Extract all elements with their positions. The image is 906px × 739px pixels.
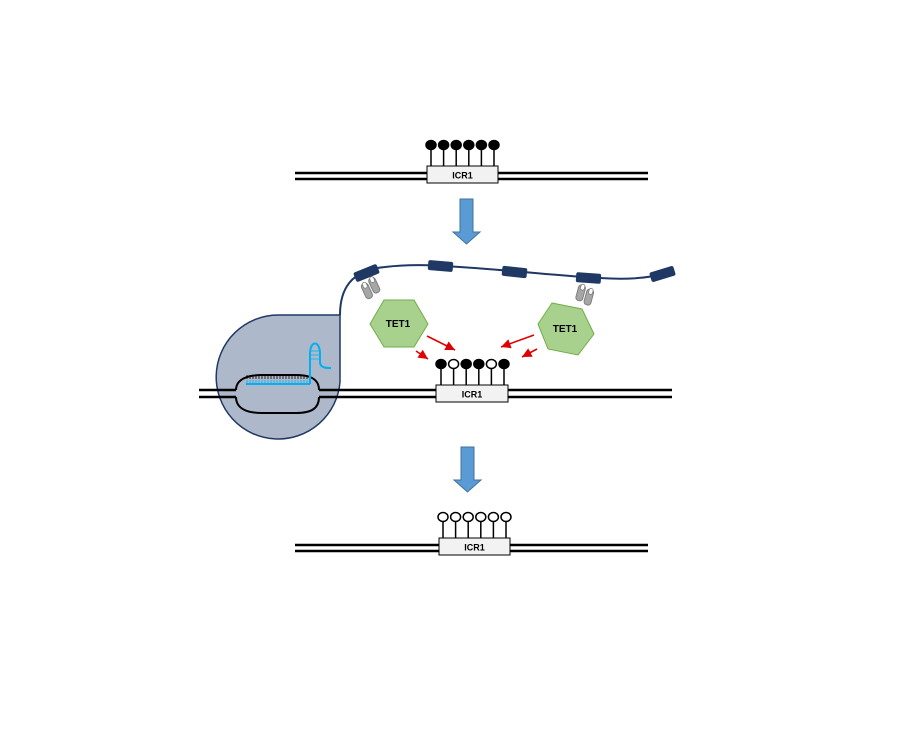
methylated-cpg-icon <box>473 358 485 370</box>
epitope-block <box>575 272 602 284</box>
icr1-label: ICR1 <box>462 390 483 400</box>
tet1-label-left: TET1 <box>386 319 411 330</box>
top-panel: ICR1 <box>295 139 648 184</box>
tet1-enzyme-right <box>537 302 595 356</box>
epitope-block <box>649 266 676 282</box>
methylated-cpg-icon <box>435 358 447 370</box>
cpg-lollipop-group <box>437 511 512 538</box>
guide-rna-icon <box>246 342 332 385</box>
unmethylated-cpg-icon <box>449 511 462 523</box>
cpg-lollipop-group <box>425 139 500 166</box>
epitope-block <box>353 264 380 282</box>
icr1-label: ICR1 <box>464 543 485 553</box>
unmethylated-cpg-icon <box>485 358 498 370</box>
antibody-icon <box>360 276 381 300</box>
down-arrow-icon <box>452 446 483 493</box>
red-arrows <box>415 334 538 360</box>
methylated-cpg-icon <box>475 139 488 151</box>
methylated-cpg-icon <box>437 139 450 151</box>
methylated-cpg-icon <box>425 139 437 151</box>
icr1-label: ICR1 <box>452 171 473 181</box>
icr1-box <box>435 384 509 403</box>
cpg-lollipop-group <box>435 358 510 385</box>
unmethylated-cpg-icon <box>447 358 460 370</box>
methylated-cpg-icon <box>498 358 510 370</box>
methylated-cpg-icon <box>460 358 472 370</box>
icr1-box <box>426 165 499 184</box>
down-arrow-icon <box>451 198 482 245</box>
epitope-block <box>427 260 454 272</box>
epitope-block <box>501 265 528 279</box>
unmethylated-cpg-icon <box>487 511 500 523</box>
methylated-cpg-icon <box>463 139 475 151</box>
middle-panel: TET1 TET1 ICR1 <box>199 260 676 440</box>
unmethylated-cpg-icon <box>437 511 449 523</box>
icr1-box <box>438 537 511 556</box>
bottom-panel: ICR1 <box>295 511 648 556</box>
unmethylated-cpg-icon <box>500 511 512 523</box>
unmethylated-cpg-icon <box>475 511 487 523</box>
unmethylated-cpg-icon <box>462 511 474 523</box>
tet1-enzyme-left <box>369 299 429 348</box>
dcas9-protein-shape <box>215 314 341 440</box>
methylated-cpg-icon <box>450 139 462 151</box>
methylated-cpg-icon <box>488 139 500 151</box>
tet1-label-right: TET1 <box>553 324 578 335</box>
antibody-icon <box>575 283 595 306</box>
